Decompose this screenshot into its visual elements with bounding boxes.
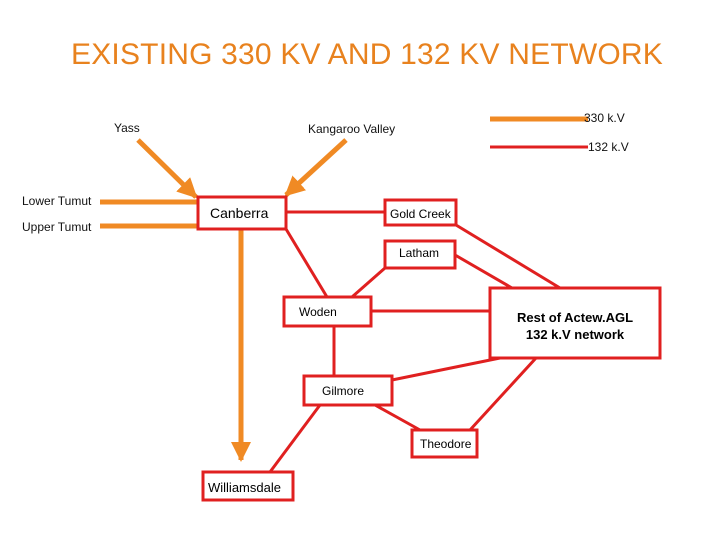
canberra-box (196, 195, 288, 231)
line-kangaroo-valley-canberra (284, 138, 348, 197)
latham-box (383, 239, 457, 270)
line-gold-creek-rest (455, 223, 561, 290)
theodore-box (410, 428, 479, 459)
diagram-title: EXISTING 330 KV AND 132 KV NETWORK (71, 38, 663, 71)
source-yass: Yass (114, 121, 140, 135)
line-rest-theodore (468, 356, 538, 432)
rest-network-line1: Rest of Actew.AGL (516, 310, 634, 325)
node-canberra: Canberra (210, 205, 269, 221)
line-canberra-woden (284, 228, 329, 298)
legend-330kv-label: 330 k.V (584, 111, 625, 125)
line-yass-canberra (136, 138, 198, 199)
line-latham-woden (351, 266, 386, 299)
source-upper-tumut: Upper Tumut (22, 220, 92, 234)
line-latham-rest (454, 253, 513, 290)
node-latham: Latham (399, 246, 440, 260)
line-gilmore-theodore (374, 403, 421, 432)
line-rest-gilmore (391, 356, 501, 382)
line-gilmore-williamsdale (268, 404, 322, 473)
legend-132kv-label: 132 k.V (588, 140, 629, 154)
gold-creek-box (383, 198, 458, 227)
rest-network-box (488, 286, 662, 360)
node-rest-network: Rest of Actew.AGL 132 k.V network (490, 309, 660, 343)
node-gilmore: Gilmore (322, 384, 365, 398)
node-woden: Woden (299, 305, 337, 319)
gilmore-box (302, 374, 394, 407)
source-kangaroo-valley: Kangaroo Valley (308, 122, 396, 136)
source-lower-tumut: Lower Tumut (22, 194, 92, 208)
node-williamsdale: Williamsdale (208, 480, 281, 495)
rest-network-line2: 132 k.V network (525, 327, 625, 342)
woden-box (282, 295, 373, 328)
node-gold-creek: Gold Creek (390, 207, 451, 221)
williamsdale-box (201, 470, 295, 502)
node-theodore: Theodore (420, 437, 472, 451)
